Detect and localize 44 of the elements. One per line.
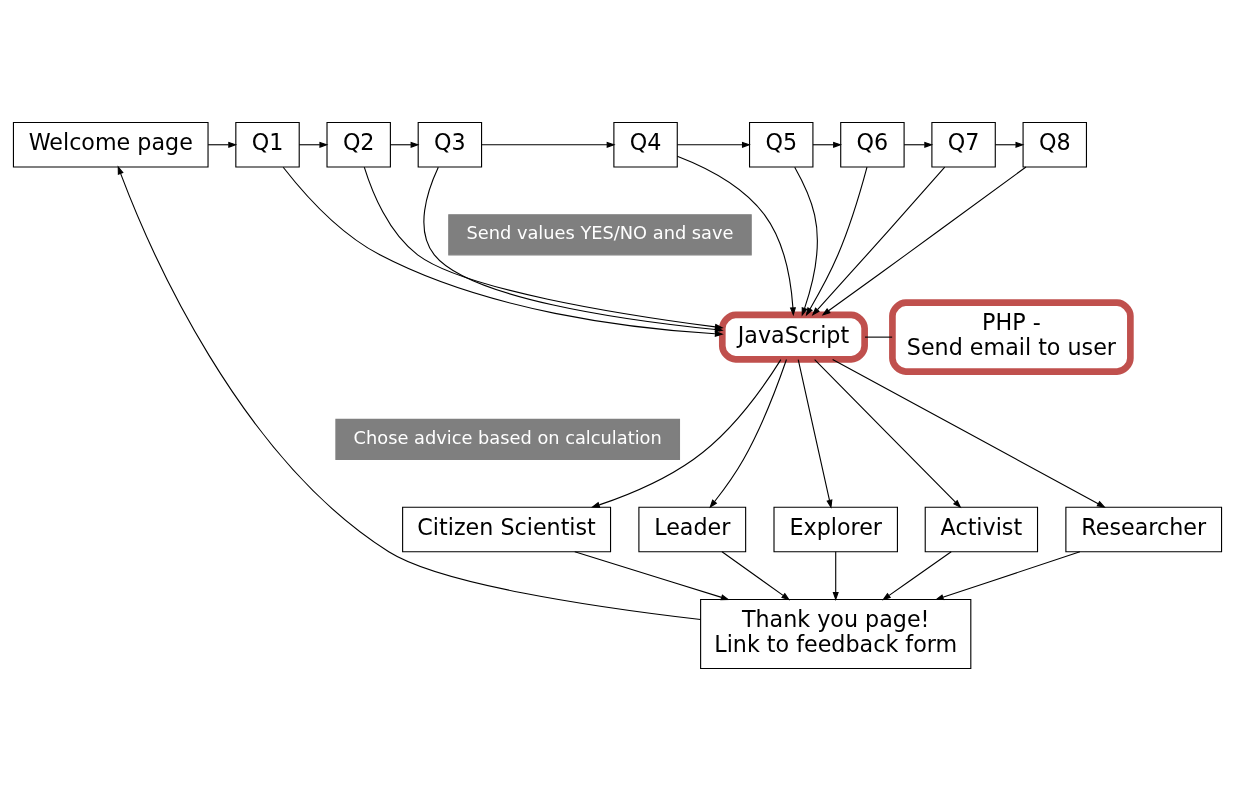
arrow bbox=[811, 141, 842, 148]
node-box: PHP - Send email to user bbox=[888, 298, 1134, 375]
arrow bbox=[708, 358, 787, 508]
arrow bbox=[720, 550, 790, 600]
arrow bbox=[821, 165, 1026, 316]
arrow bbox=[298, 141, 328, 148]
node-box: Q8 bbox=[1022, 121, 1087, 168]
arrow bbox=[480, 141, 616, 148]
node-box: Q1 bbox=[234, 121, 300, 168]
node-box: Q7 bbox=[930, 121, 996, 168]
node-box: Q4 bbox=[612, 121, 678, 168]
arrow bbox=[832, 550, 839, 601]
node-box: Q2 bbox=[325, 121, 391, 168]
arrow bbox=[831, 358, 1106, 508]
arrow bbox=[117, 165, 701, 620]
arrow bbox=[994, 141, 1024, 148]
node-box: Explorer bbox=[772, 506, 898, 552]
arrow bbox=[881, 550, 952, 600]
node-box: Researcher bbox=[1064, 506, 1222, 552]
arrow bbox=[389, 141, 419, 148]
arrow bbox=[805, 166, 868, 316]
node-box: Q6 bbox=[839, 121, 905, 168]
node-box: Welcome page bbox=[12, 121, 209, 168]
node-box: Citizen Scientist bbox=[401, 506, 611, 552]
node-box: JavaScript bbox=[718, 311, 868, 363]
arrow bbox=[903, 141, 933, 148]
arrow bbox=[813, 358, 961, 508]
node-box: Q5 bbox=[748, 121, 813, 168]
node-box: Leader bbox=[637, 506, 746, 552]
arrow bbox=[573, 550, 730, 600]
node-box: Activist bbox=[924, 506, 1038, 552]
arrow bbox=[590, 358, 781, 508]
node-box: Thank you page! Link to feedback form bbox=[699, 598, 971, 669]
arrow bbox=[676, 141, 751, 148]
arrow bbox=[797, 358, 832, 509]
arrow bbox=[934, 550, 1080, 600]
arrow bbox=[676, 155, 796, 316]
node-box: Q3 bbox=[417, 121, 482, 168]
arrow bbox=[811, 166, 945, 316]
node-box: Chose advice based on calculation bbox=[334, 418, 680, 460]
arrow bbox=[207, 141, 237, 148]
connector bbox=[863, 336, 893, 338]
arrow bbox=[793, 166, 818, 316]
node-box: Send values YES/NO and save bbox=[447, 213, 752, 255]
